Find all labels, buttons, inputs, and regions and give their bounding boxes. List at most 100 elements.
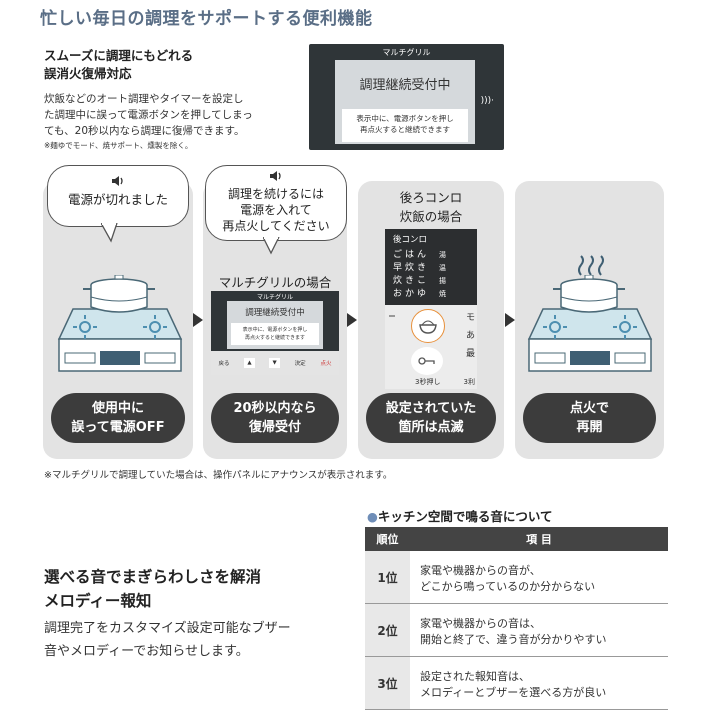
stove-illustration (57, 275, 183, 372)
back-button[interactable]: 戻る (218, 361, 230, 367)
bubble-text-line2: 電源を入れて (240, 203, 312, 217)
key-label-2: 3利 (463, 378, 475, 386)
bullet-dot-icon: ● (367, 509, 378, 524)
mini-panel-buttons: 戻る ▲ ▼ 決定 点火 (211, 351, 339, 375)
item-line1: 家電や機器からの音は、 (420, 617, 541, 630)
item-cell: 家電や機器からの音は、開始と終了で、違う音が分かりやすい (410, 603, 668, 657)
speech-bubble-1: 電源が切れました (47, 165, 189, 227)
item-line2: メロディーとブザーを選べる方が良い (420, 686, 607, 699)
col-item-header: 項 目 (410, 527, 668, 551)
rice-bowl-button[interactable] (411, 309, 445, 343)
screen-char: き (417, 263, 427, 273)
section1-body-line: た調理中に誤って電源ボタンを押してしまっ (44, 109, 253, 121)
sound-wave-icon: )))· (480, 96, 494, 106)
steam-icon (578, 255, 604, 276)
mini-panel-sub1: 表示中に、電源ボタンを押し (242, 327, 308, 333)
screen-char: 炊 (405, 263, 415, 273)
section3-heading-line1: 選べる音でまぎらわしさを解消 (44, 568, 262, 586)
step-1-label-line1: 使用中に (91, 401, 144, 416)
mini-panel-main: 調理継続受付中 (245, 308, 305, 318)
mini-panel-sub2: 再点火すると継続できます (244, 335, 305, 341)
mini-panel-screen: 調理継続受付中 表示中に、電源ボタンを押し 再点火すると継続できます (227, 301, 323, 349)
mini-panel-label: マルチグリル (256, 294, 293, 301)
section3-body-line1: 調理完了をカスタマイズ設定可能なブザー (44, 621, 291, 636)
mini-control-panel: マルチグリル 調理継続受付中 表示中に、電源ボタンを押し 再点火すると継続できま… (211, 291, 339, 375)
item-line1: 設定された報知音は、 (420, 670, 530, 683)
section2-heading: ●キッチン空間で鳴る音について (367, 506, 553, 525)
rank-cell: 1位 (365, 551, 410, 604)
flow-arrow-icon (347, 313, 357, 327)
section3-heading: 選べる音でまぎらわしさを解消 メロディー報知 (44, 565, 261, 613)
screen-char: き (405, 276, 415, 286)
screen-char: 湯 (439, 251, 447, 259)
key-dash (389, 315, 395, 317)
speaker-icon (48, 174, 188, 191)
section2-heading-text: キッチン空間で鳴る音について (377, 509, 553, 524)
screen-char: 早 (393, 263, 403, 273)
screen-char: ゆ (417, 289, 427, 299)
section1-note: ※麺ゆでモード、焼サポート、燻製を除く。 (44, 141, 193, 150)
section1-heading: スムーズに調理にもどれる 誤消火復帰対応 (44, 47, 193, 83)
up-button[interactable]: ▲ (244, 358, 255, 368)
screen-char: 炊 (393, 276, 403, 286)
key-icon (418, 357, 435, 365)
step-3-heading: 後ろコンロ 炊飯の場合 (358, 188, 504, 226)
col-rank-header: 順位 (365, 527, 410, 551)
rice-bowl-icon (419, 320, 437, 334)
panel-sub-line2: 再点火すると継続できます (360, 125, 450, 134)
step-4-label: 点火で 再開 (523, 393, 656, 443)
ignite-button[interactable]: 点火 (320, 361, 332, 367)
item-line1: 家電や機器からの音が、 (420, 564, 541, 577)
rank-cell: 3位 (365, 656, 410, 710)
enter-button[interactable]: 決定 (294, 361, 306, 367)
key-label: 3秒押し (415, 378, 441, 386)
screen-char: あ (465, 331, 475, 341)
page-title: 忙しい毎日の調理をサポートする便利機能 (40, 9, 373, 29)
screen-char: 揚 (439, 277, 447, 285)
down-button[interactable]: ▼ (269, 358, 280, 368)
section1-body-line: 炊飯などのオート調理やタイマーを設定し (44, 93, 244, 105)
screen-char: か (405, 289, 415, 299)
screen-char: 焼 (439, 290, 447, 298)
screen-char: お (393, 289, 403, 299)
section1-heading-line1: スムーズに調理にもどれる (44, 48, 194, 63)
panel-label: マルチグリル (382, 48, 431, 57)
speaker-icon (206, 170, 346, 186)
screen-char: 温 (439, 264, 447, 272)
item-cell: 設定された報知音は、メロディーとブザーを選べる方が良い (410, 656, 668, 710)
step-2-label: 20秒以内なら 復帰受付 (211, 393, 339, 443)
step-2-label-line1: 20秒以内なら (233, 401, 317, 416)
step-1-label: 使用中に 誤って電源OFF (51, 393, 185, 443)
step-2-caption: マルチグリルの場合 (218, 275, 332, 290)
bubble-tail (263, 237, 280, 255)
rank-cell: 2位 (365, 603, 410, 657)
table-header-row: 順位 項 目 (365, 527, 668, 551)
step-3-label-line2: 箇所は点滅 (398, 420, 464, 435)
section3-body-line2: 音やメロディーでお知らせします。 (44, 644, 249, 659)
bubble-tail (101, 223, 118, 243)
item-line2: どこから鳴っているのか分からない (420, 580, 596, 593)
flow-arrow-icon (505, 313, 515, 327)
step-1-label-line2: 誤って電源OFF (71, 420, 165, 435)
bubble-text: 電源が切れました (67, 192, 168, 207)
screen-char: ご (393, 250, 403, 260)
ranking-table: 順位 項 目 1位 家電や機器からの音が、どこから鳴っているのか分からない 2位… (365, 527, 668, 710)
step-3-heading-line2: 炊飯の場合 (399, 209, 463, 224)
screen-char: モ (465, 313, 475, 323)
table-row: 1位 家電や機器からの音が、どこから鳴っているのか分からない (365, 551, 668, 604)
section3-heading-line2: メロディー報知 (44, 592, 152, 610)
footnote: ※マルチグリルで調理していた場合は、操作パネルにアナウンスが表示されます。 (44, 470, 393, 481)
section3-body: 調理完了をカスタマイズ設定可能なブザー 音やメロディーでお知らせします。 (44, 617, 291, 663)
panel-screen: 調理継続受付中 表示中に、電源ボタンを押し 再点火すると継続できます (335, 60, 475, 144)
rear-burner-keys: 3秒押し モ あ 最 3利 (385, 305, 477, 389)
section1-body: 炊飯などのオート調理やタイマーを設定し た調理中に誤って電源ボタンを押してしまっ… (44, 91, 289, 139)
mini-panel-sub: 表示中に、電源ボタンを押し 再点火すると継続できます (231, 323, 319, 345)
screen-char: 最 (465, 349, 475, 359)
step-card-1: 電源が切れました 使用中に 誤って電源OFF (43, 165, 193, 459)
table-row: 2位 家電や機器からの音は、開始と終了で、違う音が分かりやすい (365, 603, 668, 657)
key-button[interactable] (411, 347, 443, 375)
grill-control-panel: マルチグリル 調理継続受付中 表示中に、電源ボタンを押し 再点火すると継続できま… (309, 44, 504, 150)
section1-body-line: ても、20秒以内なら調理に復帰できます。 (44, 125, 245, 137)
screen-head: 後コンロ (393, 235, 428, 245)
panel-sub-text: 表示中に、電源ボタンを押し 再点火すると継続できます (342, 109, 468, 142)
